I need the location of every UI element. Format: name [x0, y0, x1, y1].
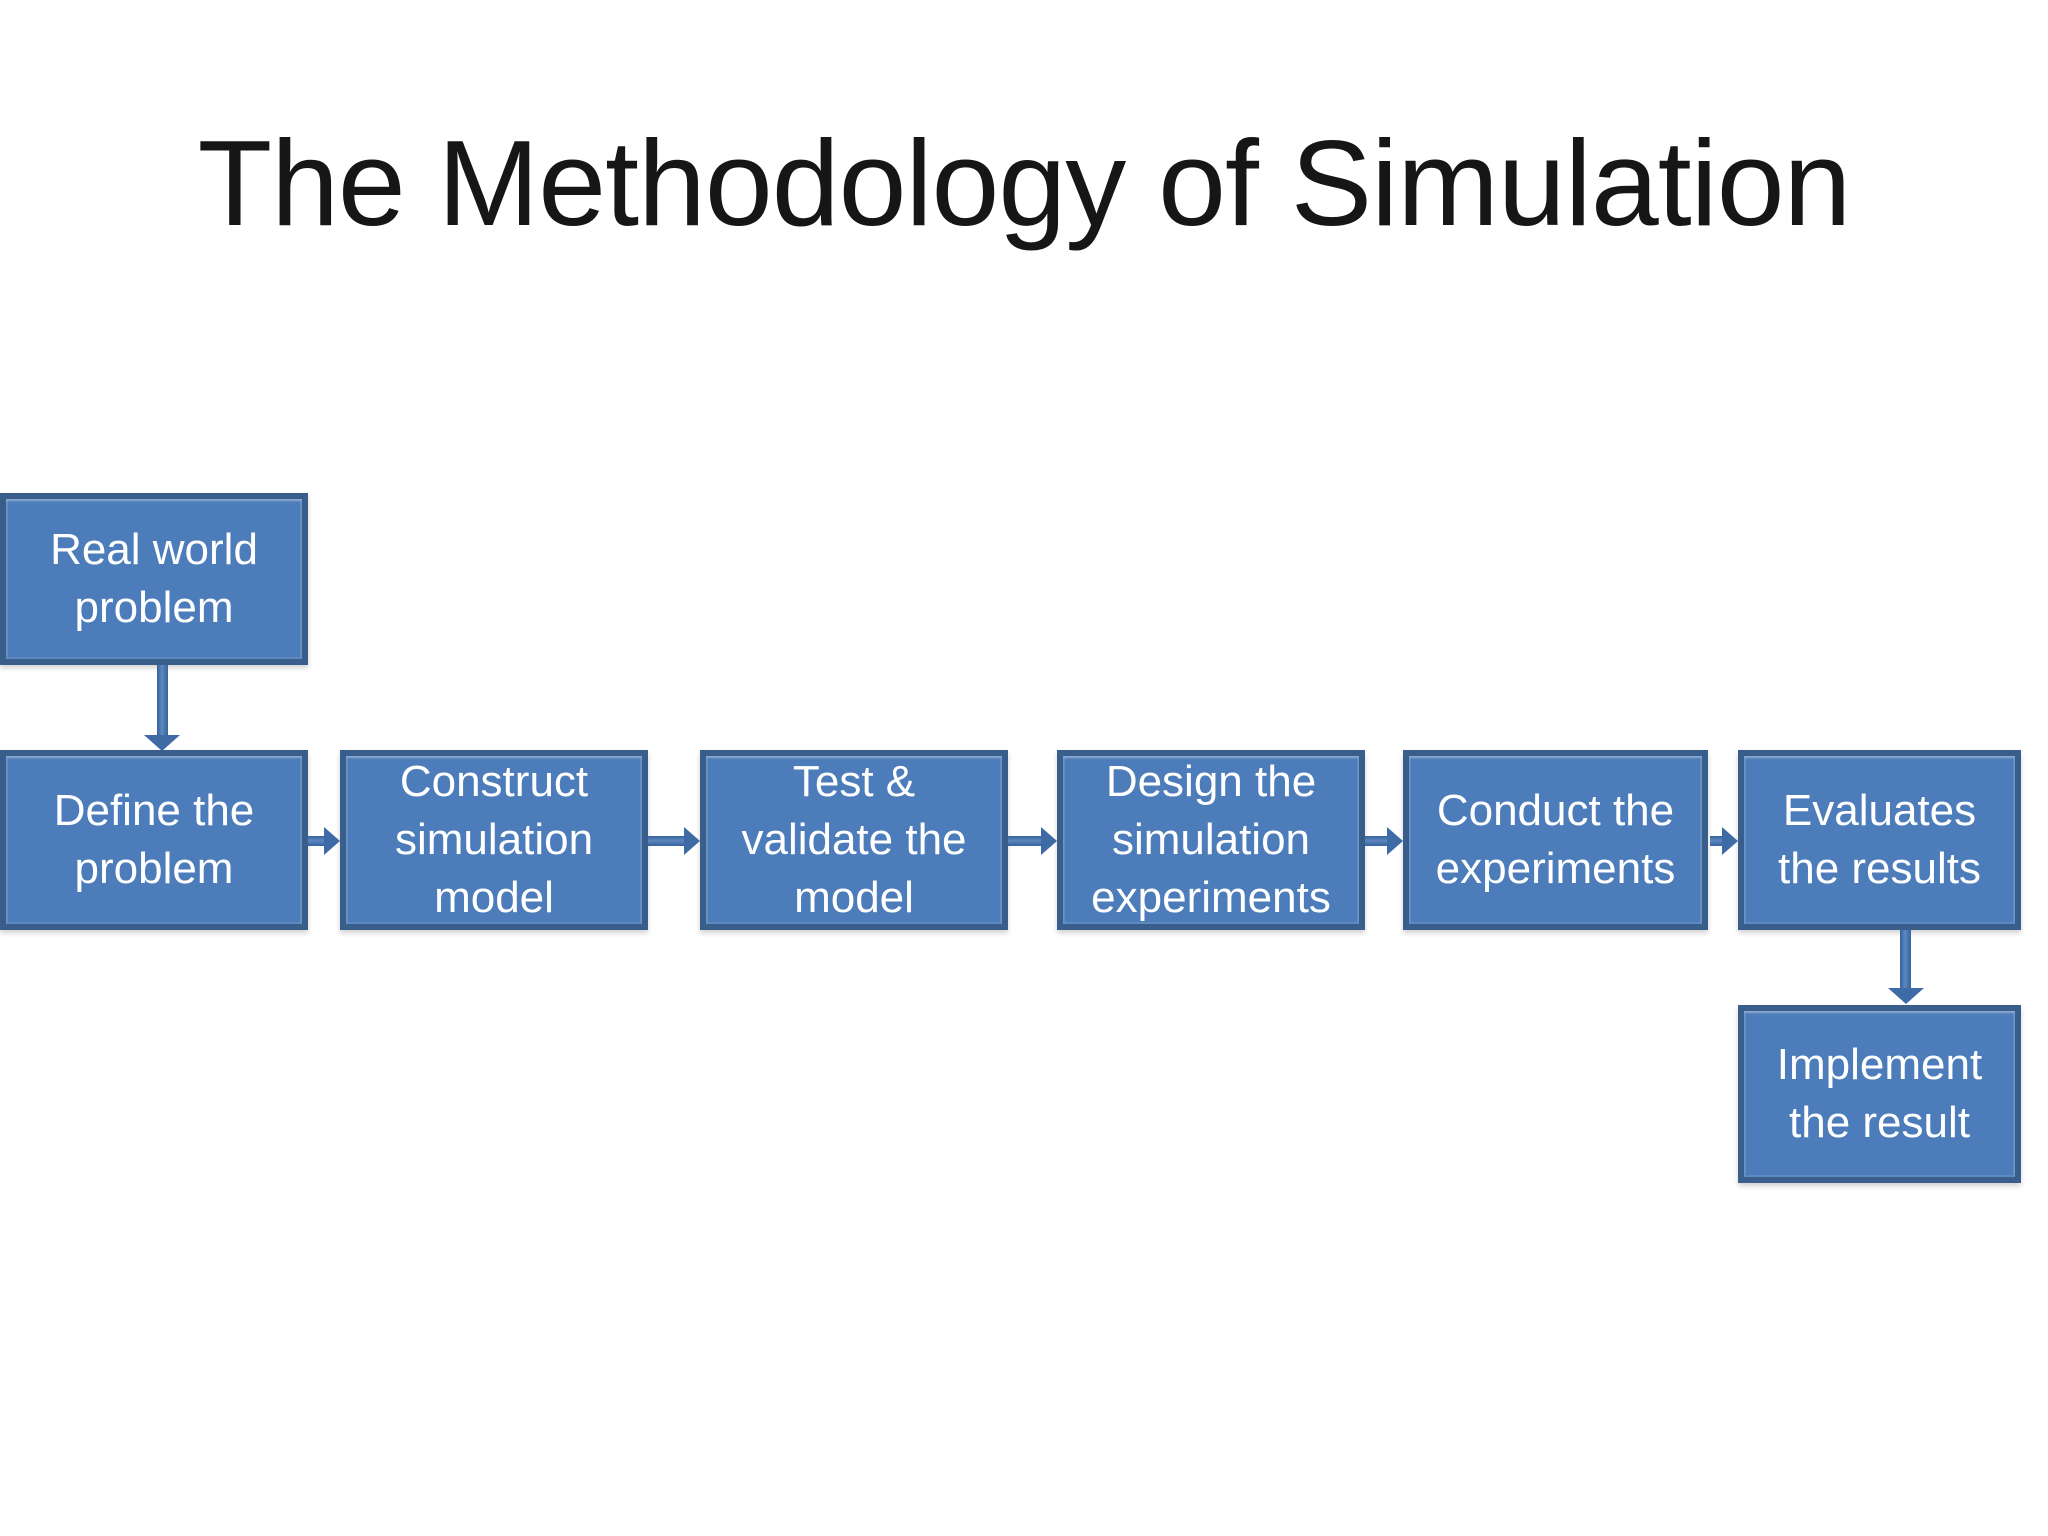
connector-right-arrow-stem	[648, 836, 684, 846]
connector-right-arrow-stem	[1710, 836, 1722, 846]
node-construct-simulation-model: Construct simulation model	[340, 750, 648, 930]
node-test-validate-the-model: Test & validate the model	[700, 750, 1008, 930]
node-design-simulation-experiments-label: Design the simulation experiments	[1091, 756, 1331, 923]
connector-down-arrow-stem	[1900, 930, 1911, 989]
node-implement-the-result-label: Implement the result	[1776, 1039, 1983, 1147]
connector-down-arrow-stem	[157, 665, 168, 736]
connector-right-arrow-stem	[308, 836, 324, 846]
arrow-right-icon	[324, 827, 340, 855]
connector-right-arrow-stem	[1008, 836, 1041, 846]
arrow-down-icon	[1888, 988, 1924, 1004]
node-real-world-problem: Real world problem	[0, 493, 308, 665]
node-construct-simulation-model-label: Construct simulation model	[394, 756, 594, 923]
arrow-right-icon	[1722, 827, 1738, 855]
node-define-the-problem: Define the problem	[0, 750, 308, 930]
node-define-the-problem-label: Define the problem	[53, 785, 255, 893]
arrow-right-icon	[1387, 827, 1403, 855]
node-real-world-problem-label: Real world problem	[50, 524, 258, 632]
node-test-validate-the-model-label: Test & validate the model	[741, 756, 967, 923]
arrow-right-icon	[684, 827, 700, 855]
node-implement-the-result: Implement the result	[1738, 1005, 2021, 1183]
node-design-simulation-experiments: Design the simulation experiments	[1057, 750, 1365, 930]
arrow-down-icon	[144, 735, 180, 751]
node-conduct-the-experiments-label: Conduct the experiments	[1435, 785, 1676, 893]
arrow-right-icon	[1041, 827, 1057, 855]
connector-right-arrow-stem	[1365, 836, 1387, 846]
slide-title: The Methodology of Simulation	[197, 115, 1852, 251]
node-evaluates-the-results-label: Evaluates the results	[1778, 785, 1981, 893]
node-conduct-the-experiments: Conduct the experiments	[1403, 750, 1708, 930]
node-evaluates-the-results: Evaluates the results	[1738, 750, 2021, 930]
